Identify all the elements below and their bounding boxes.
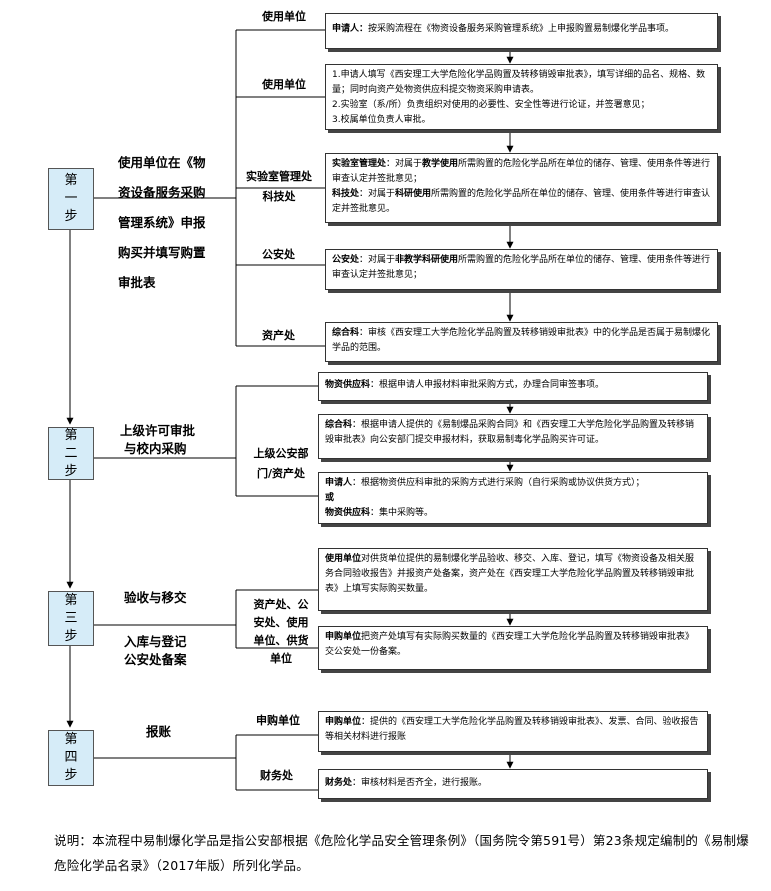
process-box-8: 申请人：根据物资供应科审批的采购方式进行采购（自行采购或协议供货方式）； 或 物… bbox=[318, 472, 708, 524]
box-item: 3.校属单位负责人审批。 bbox=[332, 115, 431, 125]
step-4-box: 第四步 bbox=[48, 730, 94, 786]
step-2-label: 第二步 bbox=[64, 427, 78, 479]
phase-line: 购买并填写购置 bbox=[118, 245, 206, 260]
process-box-11: 申购单位：提供的《西安理工大学危险化学品购置及转移销毁审批表》、发票、合同、验收… bbox=[318, 711, 708, 752]
phase-line: 与校内采购 bbox=[124, 441, 187, 456]
box-text: ：审核《西安理工大学危险化学品购置及转移销毁审批表》中的化学品是否属于易制爆化学… bbox=[332, 328, 711, 353]
role-label: 资产处 bbox=[262, 329, 295, 342]
role-line: 单位、供货 bbox=[253, 634, 309, 647]
step-2-phase: 上级许可审批 与校内采购 bbox=[120, 422, 195, 458]
box-lead: 申请人 bbox=[325, 478, 353, 488]
process-box-3: 实验室管理处：对属于教学使用所需购置的危险化学品所在单位的储存、管理、使用条件等… bbox=[325, 153, 718, 223]
box-lead: 申请人： bbox=[332, 24, 369, 34]
phase-line: 公安处备案 bbox=[124, 652, 187, 667]
box-text: ：审核材料是否齐全，进行报账。 bbox=[352, 778, 488, 788]
phase-line: 资设备服务采购 bbox=[118, 185, 206, 200]
box-text: ：对属于 bbox=[359, 255, 396, 265]
role-line: 安处、使用 bbox=[253, 616, 309, 629]
box-lead: 综合科 bbox=[325, 420, 353, 430]
box-lead: 物资供应科 bbox=[325, 508, 371, 518]
box-text: ：根据申请人申报材料审批采购方式，办理合同审签事项。 bbox=[370, 380, 605, 390]
phase-line: 入库与登记 bbox=[124, 634, 187, 649]
step-1-label: 第一步 bbox=[64, 173, 78, 224]
process-box-4: 公安处：对属于非教学科研使用所需购置的危险化学品所在单位的储存、管理、使用条件等… bbox=[325, 249, 718, 290]
step-1-box: 第一步 bbox=[48, 168, 94, 230]
process-box-5: 综合科：审核《西安理工大学危险化学品购置及转移销毁审批表》中的化学品是否属于易制… bbox=[325, 322, 718, 362]
step-4-label: 第四步 bbox=[64, 732, 78, 783]
role-label: 使用单位 bbox=[262, 10, 306, 23]
box-key: 科研使用 bbox=[395, 189, 432, 199]
box-lead: 公安处 bbox=[332, 255, 360, 265]
role-label: 申购单位 bbox=[256, 714, 300, 727]
process-box-2: 1.申请人填写《西安理工大学危险化学品购置及转移销毁审批表》，填写详细的品名、规… bbox=[325, 64, 718, 130]
box-text: ：对属于 bbox=[359, 189, 396, 199]
box-lead: 综合科 bbox=[332, 328, 360, 338]
process-box-6: 物资供应科：根据申请人申报材料审批采购方式，办理合同审签事项。 bbox=[318, 372, 708, 401]
box-text: ：根据申请人提供的《易制爆品采购合同》和《西安理工大学危险化学品购置及转移销毁审… bbox=[325, 420, 695, 445]
role-line: 单位 bbox=[270, 652, 292, 665]
role-label: 资产处、公 安处、使用 单位、供货 单位 bbox=[246, 596, 316, 668]
step-3-label: 第三步 bbox=[64, 592, 78, 644]
box-text: ：集中采购等。 bbox=[370, 508, 434, 518]
box-text: ：根据物资供应科审批的采购方式进行采购（自行采购或协议供货方式）； bbox=[352, 478, 645, 488]
box-lead: 申购单位 bbox=[325, 632, 362, 642]
role-line: 科技处 bbox=[262, 190, 296, 203]
step-3-phase-a: 验收与移交 bbox=[124, 590, 187, 605]
box-key: 非教学科研使用 bbox=[395, 255, 459, 265]
box-lead: 物资供应科 bbox=[325, 380, 371, 390]
phase-line: 审批表 bbox=[118, 275, 156, 290]
process-box-1: 申请人：按采购流程在《物资设备服务采购管理系统》上申报购置易制爆化学品事项。 bbox=[325, 13, 718, 49]
box-text: ：提供的《西安理工大学危险化学品购置及转移销毁审批表》、发票、合同、验收报告等相… bbox=[325, 717, 699, 742]
process-box-10: 申购单位把资产处填写有实际购买数量的《西安理工大学危险化学品购置及转移销毁审批表… bbox=[318, 626, 708, 670]
box-text: ：对属于 bbox=[386, 159, 423, 169]
box-text: 把资产处填写有实际购买数量的《西安理工大学危险化学品购置及转移销毁审批表》交公安… bbox=[325, 632, 695, 657]
process-box-7: 综合科：根据申请人提供的《易制爆品采购合同》和《西安理工大学危险化学品购置及转移… bbox=[318, 414, 708, 459]
step-3-box: 第三步 bbox=[48, 591, 94, 646]
box-lead: 财务处 bbox=[325, 778, 353, 788]
role-label: 实验室管理处 科技处 bbox=[240, 169, 318, 204]
box-lead: 使用单位 bbox=[325, 554, 362, 564]
role-line: 门/资产处 bbox=[256, 467, 306, 480]
phase-line: 使用单位在《物 bbox=[118, 155, 206, 170]
box-lead: 实验室管理处 bbox=[332, 159, 387, 169]
role-label: 使用单位 bbox=[262, 78, 306, 91]
box-item: 2.实验室（系/所）负责组织对使用的必要性、安全性等进行论证，并签署意见； bbox=[332, 100, 650, 110]
box-text: 所需购置的危险化学品所在单位的储存、管理、使用条件等进行审查认定并签批意见。 bbox=[332, 189, 711, 214]
role-label: 财务处 bbox=[260, 769, 293, 782]
box-text: 对供货单位提供的易制爆化学品验收、移交、入库、登记，填写《物资设备及相关服务合同… bbox=[325, 554, 695, 594]
process-box-12: 财务处：审核材料是否齐全，进行报账。 bbox=[318, 769, 708, 799]
box-lead: 申购单位 bbox=[325, 717, 362, 727]
role-label: 公安处 bbox=[262, 248, 295, 261]
box-or: 或 bbox=[325, 493, 335, 503]
role-label: 上级公安部 门/资产处 bbox=[244, 444, 318, 484]
box-key: 教学使用 bbox=[422, 159, 459, 169]
step-2-box: 第二步 bbox=[48, 427, 94, 480]
process-box-9: 使用单位对供货单位提供的易制爆化学品验收、移交、入库、登记，填写《物资设备及相关… bbox=[318, 548, 708, 611]
box-text: 所需购置的危险化学品所在单位的储存、管理、使用条件等进行审查认定并签批意见； bbox=[332, 255, 711, 280]
box-text: 所需购置的危险化学品所在单位的储存、管理、使用条件等进行审查认定并签批意见； bbox=[332, 159, 711, 184]
phase-line: 管理系统》申报 bbox=[118, 215, 206, 230]
phase-line: 上级许可审批 bbox=[120, 423, 196, 438]
step-1-phase: 使用单位在《物 资设备服务采购 管理系统》申报 购买并填写购置 审批表 bbox=[118, 148, 230, 298]
footnote: 说明：本流程中易制爆化学品是指公安部根据《危险化学品安全管理条例》（国务院令第5… bbox=[54, 833, 749, 873]
box-lead: 科技处 bbox=[332, 189, 360, 199]
role-line: 资产处、公 bbox=[253, 598, 309, 611]
role-line: 上级公安部 bbox=[253, 447, 309, 460]
box-text: 按采购流程在《物资设备服务采购管理系统》上申报购置易制爆化学品事项。 bbox=[368, 24, 675, 34]
step-3-phase-b: 入库与登记 公安处备案 bbox=[124, 633, 187, 669]
role-line: 实验室管理处 bbox=[246, 170, 312, 183]
step-4-phase: 报账 bbox=[146, 724, 172, 739]
box-item: 1.申请人填写《西安理工大学危险化学品购置及转移销毁审批表》，填写详细的品名、规… bbox=[332, 70, 706, 95]
